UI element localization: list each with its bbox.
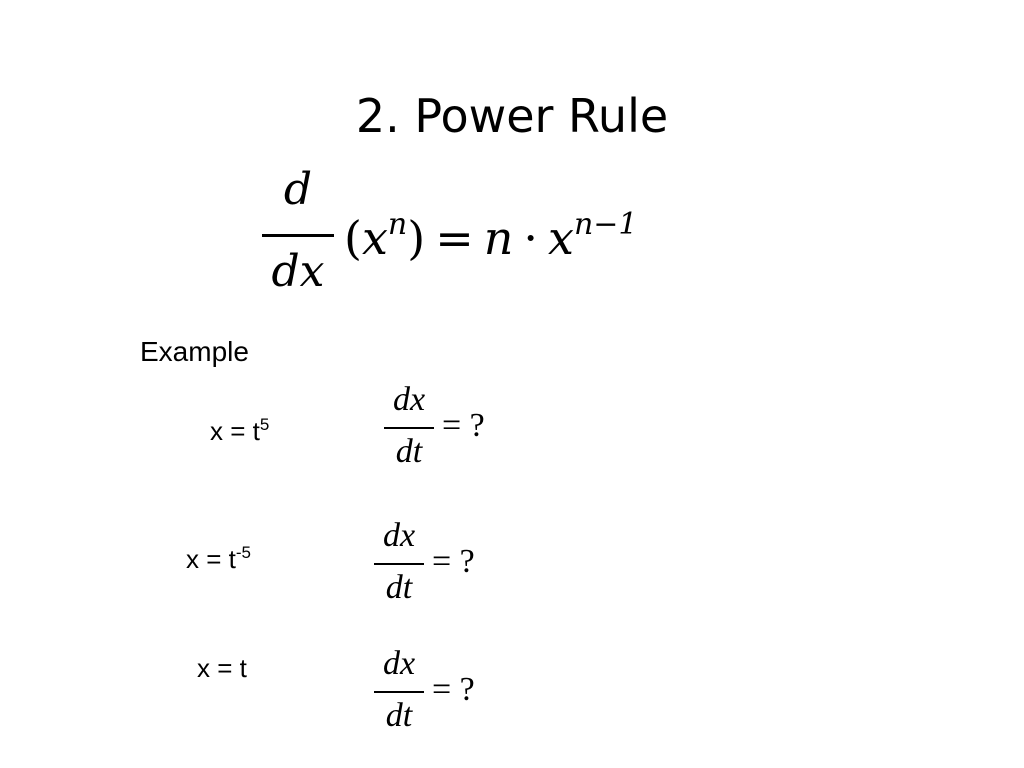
formula-base: x — [361, 211, 388, 265]
derivative-numerator: dx — [382, 517, 416, 554]
example-lhs: x = t — [186, 544, 236, 574]
open-paren: ( — [344, 211, 362, 265]
multiplication-dot: · — [523, 211, 538, 265]
power-rule-formula: d dx (xn)=n·xn−1 — [260, 158, 780, 308]
derivative-denominator: dx — [271, 246, 325, 297]
fraction-bar — [374, 691, 424, 693]
example-lhs: x = t — [210, 416, 260, 446]
example-label: Example — [140, 336, 249, 367]
derivative-numerator: dx — [382, 645, 416, 682]
example-derivative: dx dt = ? — [382, 380, 522, 480]
example-equation: x = t — [197, 651, 247, 685]
derivative-question: = ? — [442, 407, 485, 444]
example-equation: x = t5 — [210, 414, 269, 452]
result-exponent: n−1 — [573, 207, 638, 242]
equals-sign: = — [435, 211, 474, 265]
fraction-bar — [384, 427, 434, 429]
derivative-denominator: dt — [395, 433, 423, 470]
example-exponent: -5 — [235, 543, 251, 562]
formula-expression: (xn)=n·xn−1 — [344, 200, 638, 276]
formula-coefficient: n — [483, 211, 514, 265]
derivative-question: = ? — [432, 671, 475, 708]
derivative-numerator: dx — [392, 381, 426, 418]
fraction-bar — [262, 234, 334, 237]
result-base: x — [548, 211, 574, 265]
example-equation: x = t-5 — [186, 542, 251, 580]
derivative-numerator: d — [283, 164, 313, 215]
example-lhs: x = t — [197, 653, 247, 683]
slide-title: 2. Power Rule — [355, 89, 669, 143]
example-derivative: dx dt = ? — [372, 516, 512, 616]
example-derivative: dx dt = ? — [372, 644, 512, 744]
close-paren: ) — [407, 211, 426, 265]
derivative-question: = ? — [432, 543, 475, 580]
fraction-bar — [374, 563, 424, 565]
derivative-denominator: dt — [385, 697, 413, 734]
derivative-denominator: dt — [385, 569, 413, 606]
derivative-operator: d dx — [260, 158, 336, 304]
example-exponent: 5 — [259, 415, 270, 434]
formula-exponent: n — [387, 207, 408, 242]
